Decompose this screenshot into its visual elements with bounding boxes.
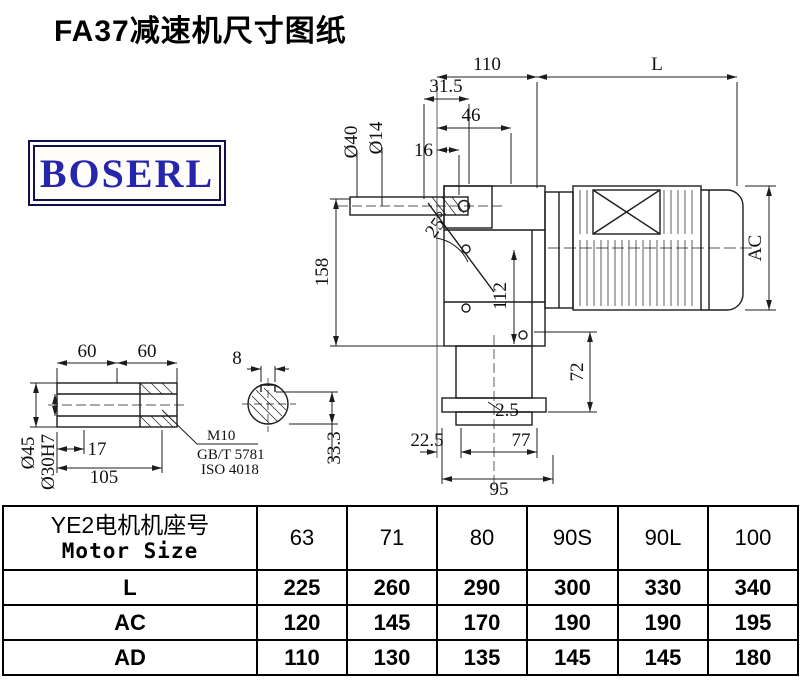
value-cell: 110 — [256, 639, 348, 676]
table-header-row: YE2电机机座号 Motor Size 63 71 80 90S 90L 100 — [2, 505, 799, 571]
value-cell: 260 — [346, 569, 438, 606]
motor-size-header-en: Motor Size — [61, 539, 199, 564]
thread-spec-label: M10 — [207, 428, 235, 444]
dim-16-label: 16 — [414, 140, 433, 161]
dim-dia40-label: Ø40 — [341, 126, 362, 159]
gearbox-outline — [349, 185, 744, 426]
value-cell: 330 — [617, 569, 709, 606]
col-header-71: 71 — [346, 505, 438, 571]
motor-size-table: YE2电机机座号 Motor Size 63 71 80 90S 90L 100… — [2, 505, 799, 676]
value-cell: 290 — [436, 569, 528, 606]
standard-gbt-label: GB/T 5781 — [197, 447, 265, 463]
col-header-90l: 90L — [617, 505, 709, 571]
value-cell: 190 — [526, 604, 619, 641]
dim-110-label: 110 — [473, 54, 501, 75]
col-header-100: 100 — [707, 505, 799, 571]
dim-60-right-label: 60 — [138, 341, 157, 362]
table-row-AC: AC 120 145 170 190 190 195 — [2, 604, 799, 641]
value-cell: 130 — [346, 639, 438, 676]
table-row-L: L 225 260 290 300 330 340 — [2, 569, 799, 606]
dim-105-label: 105 — [90, 467, 119, 488]
dim-95-label: 95 — [490, 479, 509, 500]
dim-angle-label: 25° — [421, 208, 453, 242]
dimension-lines — [30, 74, 776, 484]
value-cell: 190 — [617, 604, 709, 641]
value-cell: 195 — [707, 604, 799, 641]
col-header-63: 63 — [256, 505, 348, 571]
dim-L-label: L — [651, 54, 663, 75]
dim-2-5-label: 2.5 — [495, 400, 519, 421]
row-label-AD: AD — [2, 639, 258, 676]
dim-72-label: 72 — [567, 363, 588, 382]
value-cell: 170 — [436, 604, 528, 641]
hatching-and-centerlines — [48, 82, 752, 492]
value-cell: 340 — [707, 569, 799, 606]
dim-46-label: 46 — [462, 105, 481, 126]
motor-size-header-cn: YE2电机机座号 — [50, 511, 210, 538]
row-label-AC: AC — [2, 604, 258, 641]
value-cell: 225 — [256, 569, 348, 606]
dimension-labels: 110 L 31.5 46 16 Ø40 Ø14 25° 158 112 AC … — [18, 54, 766, 500]
value-cell: 180 — [707, 639, 799, 676]
col-header-80: 80 — [436, 505, 528, 571]
value-cell: 135 — [436, 639, 528, 676]
standard-iso-label: ISO 4018 — [201, 462, 259, 478]
dim-77-label: 77 — [512, 430, 531, 451]
dim-22-5-label: 22.5 — [410, 430, 443, 451]
value-cell: 120 — [256, 604, 348, 641]
boserl-logo-frame: BOSERL — [33, 145, 221, 201]
value-cell: 300 — [526, 569, 619, 606]
dim-17-label: 17 — [88, 439, 107, 460]
dim-60-left-label: 60 — [78, 341, 97, 362]
dim-158-label: 158 — [312, 258, 333, 287]
row-label-L: L — [2, 569, 258, 606]
col-header-90s: 90S — [526, 505, 619, 571]
logo-text: BOSERL — [39, 150, 215, 196]
table-row-AD: AD 110 130 135 145 145 180 — [2, 639, 799, 676]
dim-dia45-label: Ø45 — [18, 437, 39, 470]
dim-33-3-label: 33.3 — [324, 431, 345, 464]
motor-size-header-cell: YE2电机机座号 Motor Size — [2, 505, 258, 571]
boserl-logo: BOSERL — [28, 140, 226, 206]
dim-dia14-label: Ø14 — [366, 121, 387, 154]
value-cell: 145 — [346, 604, 438, 641]
dim-31-5-label: 31.5 — [429, 76, 462, 97]
dim-112-label: 112 — [490, 282, 511, 310]
dim-8-label: 8 — [232, 348, 242, 369]
dim-dia30h7-label: Ø30H7 — [38, 434, 59, 490]
page-title: FA37减速机尺寸图纸 — [54, 15, 347, 48]
technical-drawing: 110 L 31.5 46 16 Ø40 Ø14 25° 158 112 AC … — [18, 54, 776, 500]
value-cell: 145 — [617, 639, 709, 676]
value-cell: 145 — [526, 639, 619, 676]
dim-AC-label: AC — [745, 235, 766, 261]
